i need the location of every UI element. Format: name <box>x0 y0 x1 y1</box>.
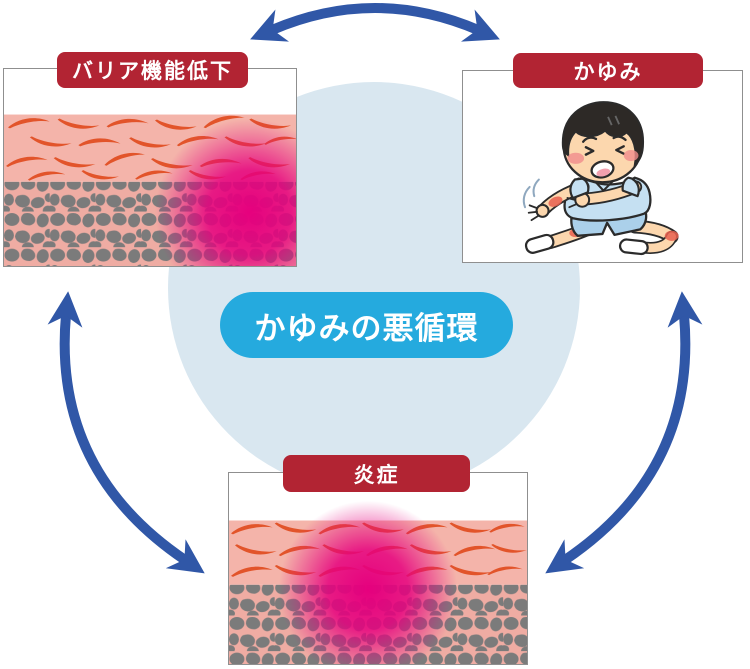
squeezed-eye <box>584 146 595 156</box>
arrow-inflammation-barrier <box>47 291 205 574</box>
sock <box>618 238 649 256</box>
inflammation-glow <box>278 500 458 664</box>
squeezed-eye <box>615 145 625 155</box>
itch-badge: かゆみ <box>513 53 703 88</box>
rash-patch <box>664 230 679 241</box>
inflammation-badge: 炎症 <box>283 455 470 492</box>
blush <box>623 150 639 162</box>
motion-lines <box>522 178 540 209</box>
hair <box>561 101 645 168</box>
rash-patch <box>548 196 563 207</box>
inflammation-panel <box>228 472 528 665</box>
itch-panel <box>462 70 743 263</box>
arrow-itch-inflammation <box>545 291 703 574</box>
boy-scratching-illustration <box>522 101 679 256</box>
barrier-panel <box>3 68 297 267</box>
blush <box>567 152 585 164</box>
sock <box>524 233 555 254</box>
skin-inflammation-illustration <box>229 500 527 664</box>
open-mouth <box>590 160 615 179</box>
skin-barrier-illustration <box>4 114 296 266</box>
inflammation-glow <box>154 118 296 266</box>
cycle-title: かゆみの悪循環 <box>220 292 513 358</box>
barrier-badge: バリア機能低下 <box>57 52 248 88</box>
arrow-barrier-itch <box>250 3 500 42</box>
